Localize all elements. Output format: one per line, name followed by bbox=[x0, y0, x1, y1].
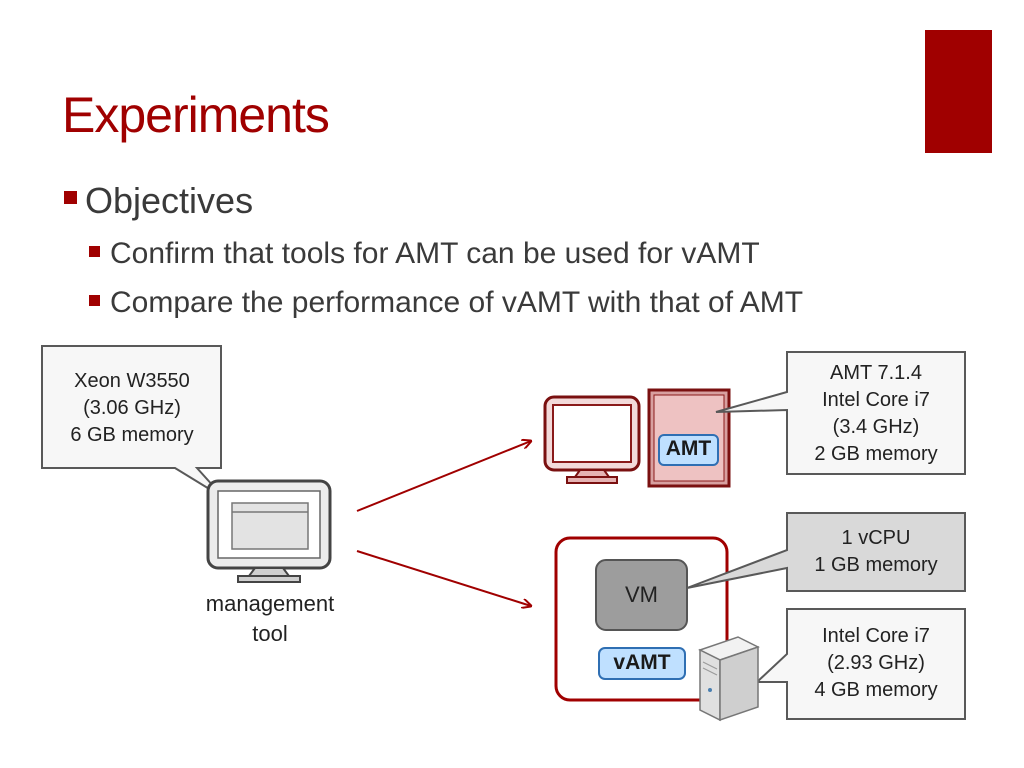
monitor-icon bbox=[206, 479, 332, 583]
bullet-square-icon bbox=[64, 190, 77, 204]
arrow-icon bbox=[356, 550, 531, 606]
bullet-square-icon bbox=[89, 245, 100, 257]
label-line: tool bbox=[252, 621, 288, 646]
bullet-text: Objectives bbox=[85, 180, 254, 221]
bullet-text: Compare the performance of vAMT with tha… bbox=[110, 286, 804, 319]
spec-line: (3.4 GHz) bbox=[832, 416, 920, 438]
spec-line: 1 GB memory bbox=[814, 554, 938, 576]
host-callout-text: Intel Core i7 (2.93 GHz) 4 GB memory bbox=[787, 623, 965, 704]
spec-line: AMT 7.1.4 bbox=[830, 362, 922, 384]
spec-line: (2.93 GHz) bbox=[827, 652, 925, 674]
amt-callout-text: AMT 7.1.4 Intel Core i7 (3.4 GHz) 2 GB m… bbox=[787, 360, 965, 468]
amt-badge-box bbox=[658, 434, 719, 466]
vcpu-callout-text: 1 vCPU 1 GB memory bbox=[787, 525, 965, 579]
spec-line: Xeon W3550 bbox=[74, 370, 190, 392]
bullet-confirm: Confirm that tools for AMT can be used f… bbox=[89, 237, 760, 271]
slide-title: Experiments bbox=[62, 87, 330, 143]
spec-line: 1 vCPU bbox=[841, 527, 911, 549]
management-tool-label: management tool bbox=[180, 589, 360, 649]
amt-callout bbox=[715, 351, 966, 475]
spec-line: Intel Core i7 bbox=[822, 389, 930, 411]
spec-line: Intel Core i7 bbox=[822, 625, 930, 647]
management-callout-text: Xeon W3550 (3.06 GHz) 6 GB memory bbox=[42, 368, 222, 449]
vm-label: VM bbox=[625, 582, 658, 607]
vamt-badge: vAMT bbox=[613, 651, 671, 674]
vamt-badge-box bbox=[598, 647, 686, 680]
vcpu-callout bbox=[686, 512, 966, 592]
server-tower-icon bbox=[698, 636, 760, 722]
spec-line: (3.06 GHz) bbox=[83, 397, 181, 419]
amt-badge: AMT bbox=[665, 437, 712, 460]
arrow-icon bbox=[356, 441, 531, 512]
spec-line: 6 GB memory bbox=[70, 424, 194, 446]
label-line: management bbox=[205, 591, 335, 616]
bullet-text: Confirm that tools for AMT can be used f… bbox=[110, 237, 760, 270]
amt-monitor-icon bbox=[543, 395, 641, 484]
spec-line: 4 GB memory bbox=[814, 679, 938, 701]
spec-line: 2 GB memory bbox=[814, 443, 938, 465]
vm-box bbox=[595, 559, 688, 631]
bullet-square-icon bbox=[89, 294, 100, 306]
accent-bar bbox=[925, 30, 992, 153]
host-callout bbox=[754, 608, 966, 720]
bullet-objectives: Objectives bbox=[64, 180, 253, 222]
bullet-compare: Compare the performance of vAMT with tha… bbox=[89, 286, 803, 320]
